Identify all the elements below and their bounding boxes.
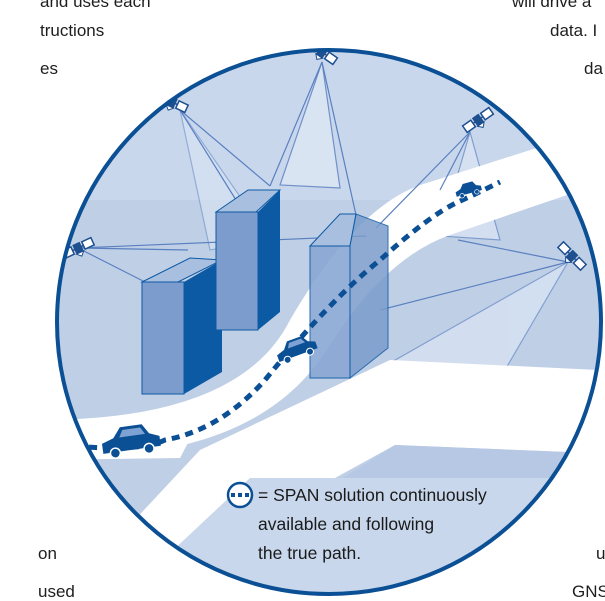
body-text-fragment-left-1: and uses each [40, 0, 151, 11]
car-icon [277, 336, 318, 364]
body-text-fragment-right-3: da [584, 59, 603, 78]
legend-text-line-1: = SPAN solution continuously [258, 485, 487, 505]
building-icon [308, 213, 389, 380]
body-text-fragment-right-4: u [596, 544, 605, 563]
body-text-fragment-left-3: es [40, 59, 58, 78]
body-text-fragment-left-4: on [38, 544, 57, 563]
legend-text-line-2: available and following [258, 514, 434, 534]
vehicle-path [74, 179, 502, 451]
body-text-fragment-right-5: GNS [572, 582, 605, 601]
dashed-path-legend-icon [226, 481, 254, 509]
building-icon [140, 257, 224, 395]
body-text-fragment-right-2: data. I [550, 21, 598, 40]
body-text-fragment-left-5: used [38, 582, 75, 601]
body-text-fragment-right-1: will drive a [512, 0, 592, 11]
body-text-fragment-left-2: tructions [40, 21, 105, 40]
car-icon [101, 424, 161, 459]
scene-circle-border [55, 48, 603, 596]
car-icon [455, 181, 482, 199]
building-icon [214, 189, 282, 331]
legend-text-line-3: the true path. [258, 543, 361, 563]
